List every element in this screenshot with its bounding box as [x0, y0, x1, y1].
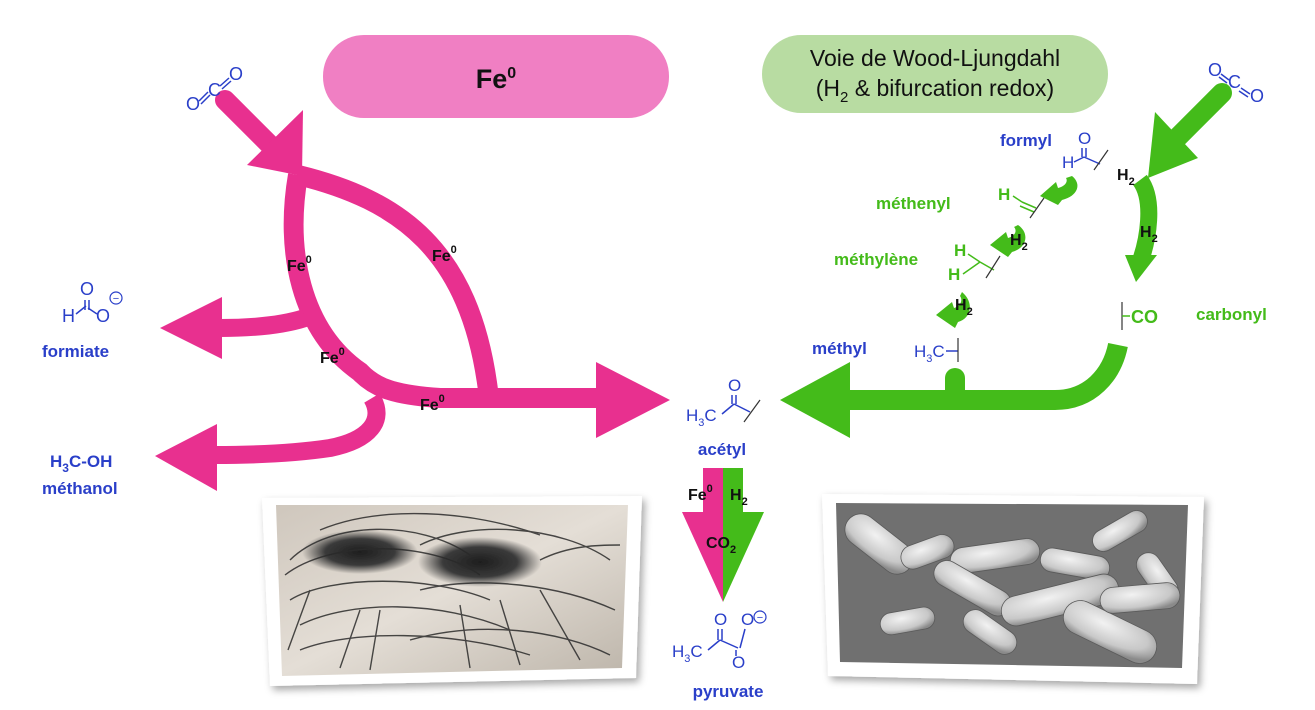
arrow-co2-label: CO2: [706, 535, 736, 556]
h2-label-3: H2: [1010, 232, 1028, 253]
wood-carbonyl-branch: [1131, 174, 1158, 265]
iron-methanol-arrowhead: [155, 424, 217, 491]
fe0-label-upper-left: Fe0: [287, 254, 312, 275]
acetyl-molecule: O H3C: [686, 376, 761, 429]
methenyl-molecule: H: [998, 185, 1045, 219]
svg-text:H: H: [948, 265, 960, 284]
arrow-h2-label: H2: [730, 487, 748, 508]
svg-text:O: O: [728, 376, 741, 395]
methyl-molecule: H3C: [914, 338, 959, 365]
wood-banner-line2: (H2 & bifurcation redox): [816, 75, 1054, 106]
iron-pathway: [214, 90, 610, 464]
svg-text:O: O: [1208, 60, 1222, 80]
wood-pathway: [840, 83, 1232, 410]
wood-banner: [762, 35, 1108, 113]
methanol-label: méthanol: [42, 479, 118, 498]
iron-formiate-branch: [219, 309, 308, 337]
methenyl-label: méthenyl: [876, 194, 951, 213]
svg-text:H: H: [1062, 153, 1074, 172]
arrow-fe0-label: Fe0: [688, 483, 713, 504]
iron-inlet-arrowhead: [247, 110, 303, 176]
h2-label-4: H2: [955, 297, 973, 318]
svg-text:−: −: [757, 612, 763, 624]
methylene-label: méthylène: [834, 250, 918, 269]
methanol-formula: H3C-OH: [50, 452, 112, 475]
svg-text:O: O: [229, 64, 243, 84]
formiate-molecule: H O O −: [62, 279, 123, 326]
acetyl-label: acétyl: [698, 440, 746, 459]
wood-acetyl-arrowhead: [780, 362, 850, 438]
svg-text:CO: CO: [1131, 307, 1158, 327]
svg-text:O: O: [1250, 86, 1264, 106]
iron-methanol-branch: [214, 393, 386, 464]
iron-formiate-arrowhead: [160, 297, 222, 359]
formiate-label: formiate: [42, 342, 109, 361]
svg-text:−: −: [113, 293, 119, 305]
methyl-label: méthyl: [812, 339, 867, 358]
iron-inlet-shaft: [215, 90, 285, 160]
svg-text:H: H: [954, 241, 966, 260]
bacteria-sem-photo: [822, 494, 1204, 684]
svg-text:O: O: [96, 306, 110, 326]
wood-carbonyl-arrowhead: [1125, 255, 1157, 282]
svg-text:H3C: H3C: [914, 342, 945, 365]
svg-text:O: O: [1078, 129, 1091, 148]
iron-banner: [323, 35, 669, 118]
h2-label-2: H2: [1140, 224, 1158, 245]
svg-text:O: O: [741, 610, 754, 629]
pyruvate-label: pyruvate: [693, 682, 764, 701]
carbonyl-label: carbonyl: [1196, 305, 1267, 324]
fe0-label-upper-right: Fe0: [432, 244, 457, 265]
svg-text:H: H: [62, 306, 75, 326]
h2-label-1: H2: [1117, 167, 1135, 188]
iron-filings-photo: [262, 496, 642, 686]
wood-banner-line1: Voie de Wood-Ljungdahl: [810, 45, 1060, 71]
co2-left-molecule: O C O: [186, 64, 243, 114]
svg-text:O: O: [732, 653, 745, 672]
formyl-label: formyl: [1000, 131, 1052, 150]
svg-text:O: O: [80, 279, 94, 299]
svg-text:H3C: H3C: [686, 406, 717, 429]
iron-acetyl-arrowhead: [596, 362, 670, 438]
wood-inlet-arrowhead: [1148, 112, 1198, 178]
iron-main-loop: [283, 173, 610, 408]
svg-text:H: H: [998, 185, 1010, 204]
wood-inlet-shaft: [1165, 83, 1232, 150]
formyl-molecule: O H: [1062, 129, 1109, 172]
svg-text:O: O: [186, 94, 200, 114]
svg-text:C: C: [1228, 72, 1241, 92]
iron-banner-label: Fe0: [476, 64, 517, 94]
methylene-molecule: H H: [948, 241, 1001, 284]
fe0-label-lower: Fe0: [420, 393, 445, 414]
co2-right-molecule: O C O: [1208, 60, 1264, 106]
acetyl-to-pyruvate-arrow: [682, 468, 764, 602]
fe0-label-middle: Fe0: [320, 346, 345, 367]
svg-text:H3C: H3C: [672, 642, 703, 665]
iron-upper-arc: [295, 165, 498, 392]
wood-reduction-arrows: [936, 176, 1078, 328]
svg-text:C: C: [208, 80, 221, 100]
svg-text:O: O: [714, 610, 727, 629]
carbonyl-molecule: CO: [1121, 302, 1158, 330]
pyruvate-molecule: O O O H3C −: [672, 610, 767, 672]
wood-main-bottom: [840, 342, 1128, 410]
